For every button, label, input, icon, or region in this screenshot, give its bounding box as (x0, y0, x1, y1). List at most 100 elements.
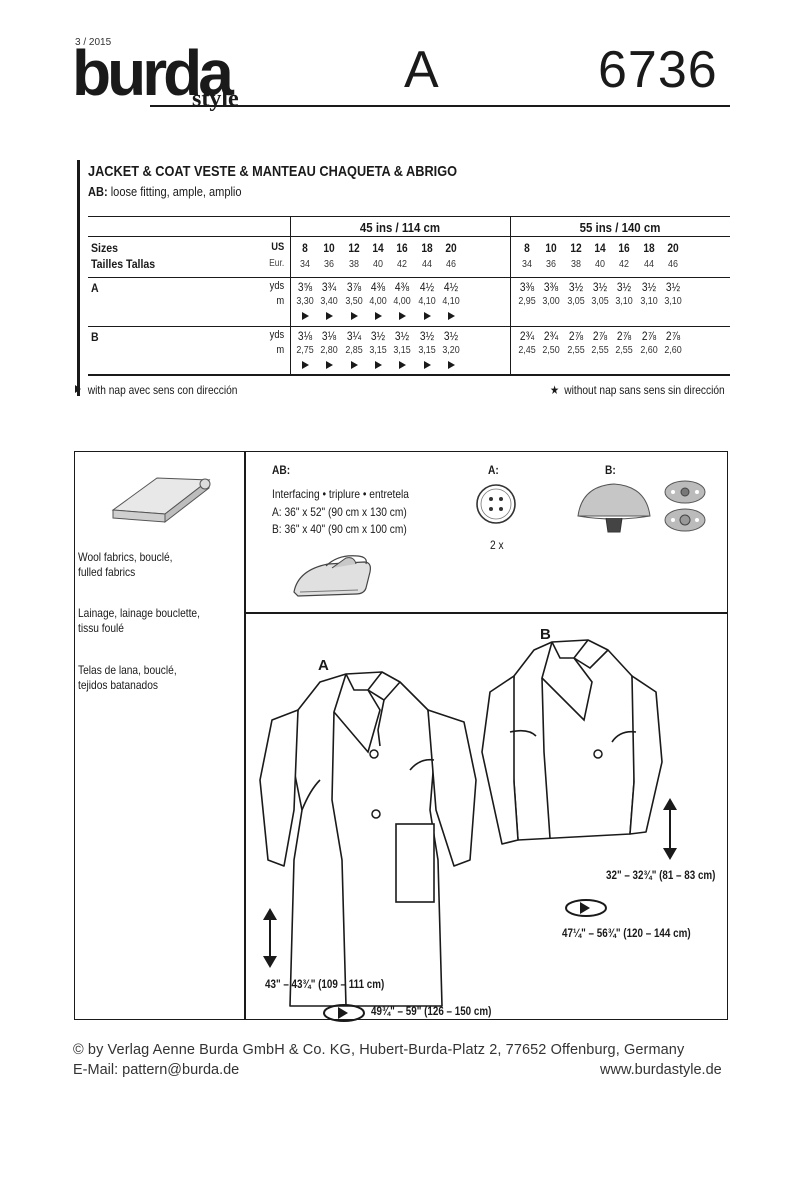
meter-value: 2,50 (542, 344, 560, 356)
view-row-label: A (91, 281, 99, 295)
us-size: 10 (545, 241, 557, 255)
meter-value: 3,15 (393, 344, 411, 356)
meter-value: 2,80 (320, 344, 338, 356)
interfacing-size-a: A: 36" x 52" (90 cm x 130 cm) (272, 505, 407, 519)
eur-size: 42 (619, 258, 630, 270)
yardage-value: 3½ (592, 280, 607, 294)
yardage-value: 3⅜ (544, 280, 559, 294)
play-arrow-icon (447, 312, 455, 320)
play-arrow-icon (302, 361, 309, 369)
button-quantity: 2 x (490, 538, 504, 552)
sizes-label-fr-es: Tailles Tallas (91, 257, 156, 271)
play-arrow-icon (75, 385, 81, 393)
yardage-value: 3½ (395, 329, 410, 343)
eur-size: 42 (397, 258, 408, 270)
yardage-value: 3¼ (346, 329, 361, 343)
meter-value: 2,55 (566, 344, 585, 356)
notions-box-divider-horizontal (244, 612, 728, 614)
eur-size: 44 (643, 258, 654, 270)
snap-fastener-icon (664, 480, 706, 532)
footer-website[interactable]: www.burdastyle.de (600, 1062, 722, 1078)
yardage-value: 3⅛ (322, 329, 337, 343)
yardage-value: 3½ (443, 329, 458, 343)
meter-value: 3,10 (615, 295, 633, 307)
meter-value: 4,10 (442, 295, 460, 307)
yardage-value: 4½ (443, 280, 458, 294)
jacket-b-width: 47¼" – 56¾" (120 – 144 cm) (562, 926, 691, 940)
views-description: loose fitting, ample, amplio (107, 184, 242, 199)
m-label: m (276, 295, 285, 307)
us-label: US (271, 241, 285, 253)
meter-value: 2,75 (296, 344, 314, 356)
eur-size: 44 (421, 258, 432, 270)
play-arrow-icon (399, 312, 407, 320)
yardage-value: 3½ (641, 280, 656, 294)
meter-value: 3,05 (591, 295, 609, 307)
legend-without-nap: ★without nap sans sens sin dirección (550, 383, 725, 397)
yardage-value: 2⅞ (592, 329, 607, 343)
jacket-b-label: B (540, 626, 551, 643)
meter-value: 4,10 (417, 295, 436, 307)
notions-a-label: A: (488, 463, 499, 477)
legend-with-nap-text: with nap avec sens con dirección (87, 383, 238, 397)
fabric-width-55: 55 ins / 140 cm (579, 220, 661, 235)
us-size: 16 (396, 241, 408, 255)
fabric-desc-fr: Lainage, lainage bouclette,tissu foulé (78, 606, 200, 635)
yardage-value: 3⅜ (519, 280, 535, 294)
interfacing-size-b: B: 36" x 40" (90 cm x 100 cm) (272, 522, 407, 536)
yardage-value: 2⅞ (641, 329, 656, 343)
table-rule (88, 236, 730, 237)
covered-snap-icon (577, 483, 651, 533)
us-size: 20 (445, 241, 457, 255)
pattern-subtitle: AB: loose fitting, ample, amplio (88, 184, 242, 199)
pattern-title: JACKET & COAT VESTE & MANTEAU CHAQUETA &… (88, 163, 458, 180)
yardage-value: 2¾ (544, 329, 559, 343)
meter-value: 4,00 (369, 295, 387, 307)
meter-value: 2,60 (664, 344, 682, 356)
us-size: 8 (302, 241, 308, 255)
legend-with-nap: with nap avec sens con dirección (75, 383, 237, 397)
eur-size: 38 (348, 258, 359, 270)
play-arrow-icon (350, 361, 358, 369)
us-size: 10 (323, 241, 335, 255)
eur-size: 36 (324, 258, 335, 270)
eur-size: 46 (667, 258, 678, 270)
play-arrow-icon (399, 361, 407, 369)
meter-value: 3,40 (320, 295, 338, 307)
eur-size: 34 (300, 258, 310, 270)
meter-value: 2,55 (591, 344, 609, 356)
meter-value: 3,30 (296, 295, 314, 307)
notions-ab-label: AB: (272, 463, 291, 477)
width-loop-icon (565, 899, 607, 917)
yardage-value: 3⅞ (346, 280, 361, 294)
button-icon (476, 484, 516, 524)
play-arrow-icon (326, 361, 334, 369)
meter-value: 3,15 (369, 344, 387, 356)
footer-email[interactable]: E-Mail: pattern@burda.de (73, 1062, 240, 1078)
eur-label: Eur. (269, 258, 285, 269)
eur-size: 34 (522, 258, 532, 270)
notions-box (74, 451, 728, 1020)
play-arrow-icon (350, 312, 358, 320)
yardage-value: 3½ (617, 280, 632, 294)
meter-value: 2,95 (518, 295, 536, 307)
meter-value: 3,20 (442, 344, 460, 356)
brand-logo-sub: style (192, 86, 239, 112)
footer-copyright: © by Verlag Aenne Burda GmbH & Co. KG, H… (73, 1042, 685, 1058)
play-arrow-icon (423, 361, 431, 369)
yardage-value: 3⅛ (297, 329, 313, 343)
meter-value: 3,00 (542, 295, 560, 307)
coat-a-length: 43" – 43¾" (109 – 111 cm) (265, 977, 385, 991)
fabric-width-45: 45 ins / 114 cm (359, 220, 441, 235)
us-size: 14 (594, 241, 606, 255)
us-size: 16 (618, 241, 630, 255)
length-arrow-icon (263, 908, 277, 968)
yardage-value: 3½ (419, 329, 434, 343)
fabric-desc-es: Telas de lana, bouclé,tejidos batanados (78, 663, 177, 692)
yardage-value: 3¾ (322, 280, 337, 294)
meter-value: 2,85 (344, 344, 363, 356)
coat-a-label: A (318, 657, 329, 674)
yardage-value: 2⅞ (568, 329, 583, 343)
notions-b-label: B: (605, 463, 616, 477)
meter-value: 4,00 (393, 295, 411, 307)
